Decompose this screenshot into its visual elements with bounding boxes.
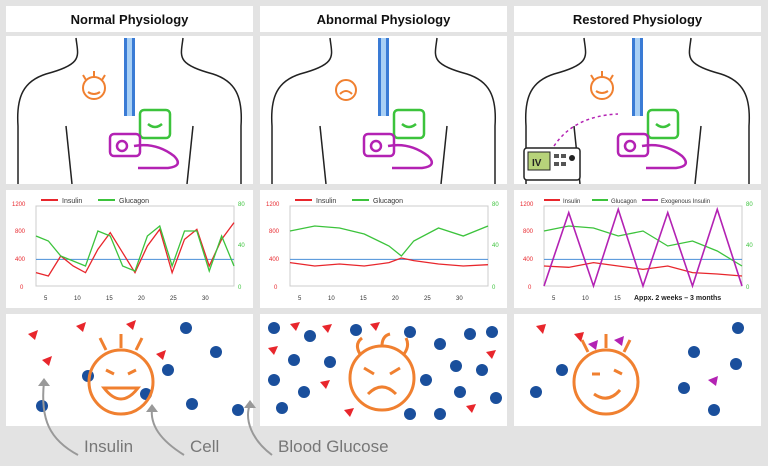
y2-tick: 80 [746,202,753,208]
glucose-markers [530,322,744,416]
y2-tick: 0 [746,285,750,291]
x-tick: 10 [582,296,589,302]
torso-outline [16,37,243,184]
y-tick: 0 [20,285,24,291]
x-tick: 30 [456,296,463,302]
legend-insulin: Insulin [316,198,336,205]
insulin-markers [268,322,496,417]
body-illustration [6,36,253,184]
y2-tick: 0 [238,285,242,291]
series-line-exogenous-insulin [543,206,743,289]
series-line-insulin [543,262,743,277]
y-tick: 400 [523,257,534,263]
cell-panel [260,314,507,426]
y2-tick: 40 [746,243,753,249]
series-line-insulin [289,257,489,267]
y-tick: 1200 [12,202,26,208]
x-tick: 5 [552,296,556,302]
chart-svg: Insulin Glucagon 1200 800 400 0 80 40 0 … [12,198,245,302]
y2-tick: 40 [492,243,499,249]
label-blood-glucose: Blood Glucose [278,437,389,456]
legend-insulin: Insulin [62,198,82,205]
x-tick: 10 [328,296,335,302]
legend-glucagon: Glucagon [373,198,403,205]
series-line-insulin [35,222,235,277]
label-insulin: Insulin [84,437,134,456]
legend-exogenous: Exogenous Insulin [661,199,710,205]
y-tick: 0 [528,285,532,291]
infusion-line [553,113,619,147]
hormone-chart: Insulin Glucagon 1200 800 400 0 80 40 0 … [6,190,253,308]
series-line-glucagon [543,225,743,267]
cell-panel [6,314,253,426]
body-illustration [260,36,507,184]
series-line-glucagon [35,224,235,274]
y-tick: 800 [15,229,26,235]
x-tick: 15 [614,296,621,302]
torso-outline [270,37,497,184]
y-tick: 800 [523,229,534,235]
y2-tick: 0 [492,285,496,291]
chart-note: Appx. 2 weeks – 3 months [634,295,721,302]
column-title: Normal Physiology [6,6,253,32]
pancreas-icon [616,108,688,170]
x-tick: 20 [138,296,145,302]
hormone-chart: Insulin Glucagon 1200 800 400 0 80 40 0 … [260,190,507,308]
insulin-markers [28,320,166,366]
y2-tick: 80 [238,202,245,208]
glucose-markers [268,322,502,420]
series-line-glucagon [289,225,489,257]
cell-icon [335,79,357,101]
y-tick: 400 [269,257,280,263]
chart-svg: Insulin Glucagon Exogenous Insulin 1200 … [520,199,753,302]
y-tick: 400 [15,257,26,263]
cell-icon [82,71,106,100]
glucose-markers [36,322,244,416]
chart-svg: Insulin Glucagon 1200 800 400 0 80 40 0 … [266,198,499,302]
pancreas-icon [108,108,180,170]
exogenous-insulin-markers [588,336,718,386]
y-tick: 0 [274,285,278,291]
cell-panel [514,314,761,426]
iv-screen-text: IV [532,158,542,169]
x-tick: 30 [202,296,209,302]
body-illustration: IV [514,36,761,184]
iv-pump-icon: IV [523,147,581,181]
column-title: Restored Physiology [514,6,761,32]
hormone-chart: Insulin Glucagon Exogenous Insulin 1200 … [514,190,761,308]
y-tick: 800 [269,229,280,235]
y2-tick: 80 [492,202,499,208]
plot-area [289,205,489,287]
y-tick: 1200 [520,202,534,208]
x-tick: 10 [74,296,81,302]
label-cell: Cell [190,437,220,456]
y2-tick: 40 [238,243,245,249]
cell-icon [572,334,640,416]
column-title: Abnormal Physiology [260,6,507,32]
pancreas-icon [362,108,434,170]
legend-insulin: Insulin [563,199,580,205]
cell-icon [87,334,155,416]
x-tick: 20 [392,296,399,302]
cell-icon [590,71,614,100]
legend-glucagon: Glucagon [119,198,149,205]
x-tick: 15 [360,296,367,302]
legend-glucagon: Glucagon [611,199,637,205]
x-tick: 5 [44,296,48,302]
x-tick: 25 [424,296,431,302]
cell-icon [348,332,416,412]
y-tick: 1200 [266,202,280,208]
x-tick: 15 [106,296,113,302]
insulin-markers [536,324,584,342]
x-tick: 25 [170,296,177,302]
plot-area [35,205,235,287]
x-tick: 5 [298,296,302,302]
